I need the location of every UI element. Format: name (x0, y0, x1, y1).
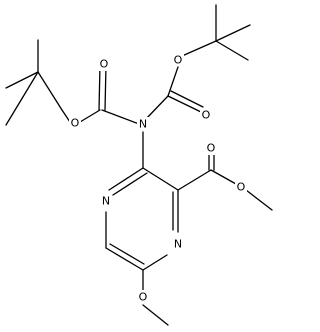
bond (170, 90, 204, 108)
bond (167, 95, 202, 113)
bond (101, 109, 140, 125)
atom-N1: N (137, 117, 149, 131)
atom-label: O (207, 142, 216, 155)
atom-label: O (237, 181, 246, 194)
bond-lines (5, 4, 273, 326)
atom-label: O (71, 117, 80, 130)
bond (105, 247, 144, 271)
atom-label: O (174, 54, 183, 67)
bond (177, 169, 212, 191)
molecule-diagram: O O O O N O O N (5, 4, 273, 326)
bond (5, 71, 39, 89)
bond (104, 64, 107, 111)
atom-N2: N (100, 194, 112, 208)
bond (167, 66, 179, 97)
atom-label: O (139, 291, 148, 304)
atom-O2: O (98, 58, 110, 71)
bond (215, 24, 251, 42)
atom-O5: O (205, 142, 217, 155)
bond (5, 71, 39, 126)
bond (142, 254, 168, 271)
bond (245, 189, 273, 211)
atom-label: O (202, 109, 211, 122)
atom-labels: O O O O N O O N (69, 53, 247, 304)
atom-label: N (102, 195, 110, 208)
bond (142, 167, 179, 191)
bond (37, 71, 63, 111)
bond (61, 109, 71, 123)
atom-label: O (100, 58, 109, 71)
bond (215, 40, 249, 61)
atom-O7: O (137, 290, 149, 304)
bond (112, 172, 148, 196)
bond (98, 64, 101, 111)
atom-O6: O (235, 181, 247, 194)
bond (109, 243, 145, 265)
bond (79, 109, 101, 123)
bond (210, 169, 237, 185)
atom-O1: O (69, 116, 81, 130)
atom-O3: O (172, 53, 184, 67)
atom-O4: O (200, 108, 212, 122)
bond (108, 167, 144, 191)
bond (142, 304, 169, 326)
atom-N3: N (172, 238, 184, 251)
atom-label: N (174, 238, 182, 251)
atom-label: N (139, 118, 147, 131)
bond (181, 40, 217, 57)
bond (144, 95, 169, 121)
